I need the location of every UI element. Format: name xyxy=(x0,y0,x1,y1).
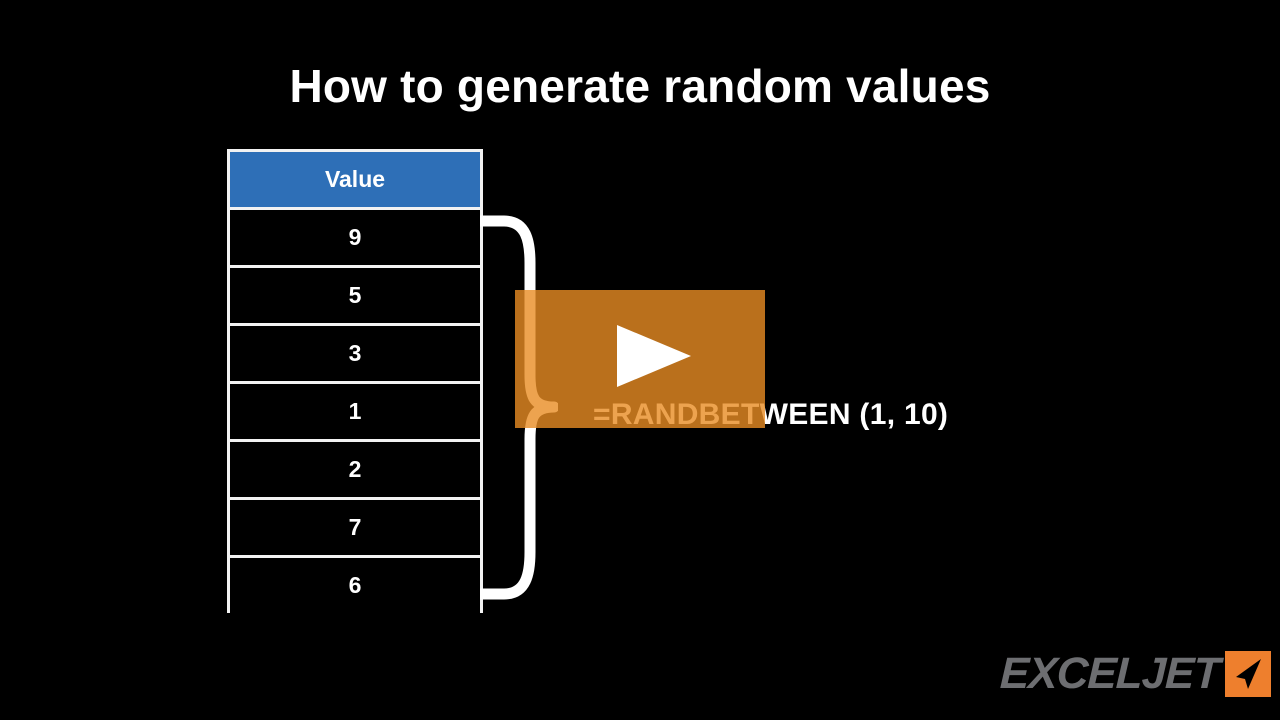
table-row: 2 xyxy=(230,439,480,497)
page-title: How to generate random values xyxy=(289,60,991,112)
table-row: 6 xyxy=(230,555,480,613)
cursor-arrow-icon xyxy=(1225,651,1272,697)
value-table: Value 9 5 3 1 2 7 6 xyxy=(227,149,483,613)
table-row: 9 xyxy=(230,207,480,265)
table-row: 1 xyxy=(230,381,480,439)
play-triangle-icon[interactable] xyxy=(617,325,691,387)
table-row: 5 xyxy=(230,265,480,323)
exceljet-logo: EXCELJET xyxy=(999,649,1272,698)
exceljet-wordmark: EXCELJET xyxy=(999,649,1221,698)
video-play-overlay[interactable] xyxy=(515,290,765,428)
table-column-header-value: Value xyxy=(230,152,480,207)
table-row: 3 xyxy=(230,323,480,381)
table-row: 7 xyxy=(230,497,480,555)
